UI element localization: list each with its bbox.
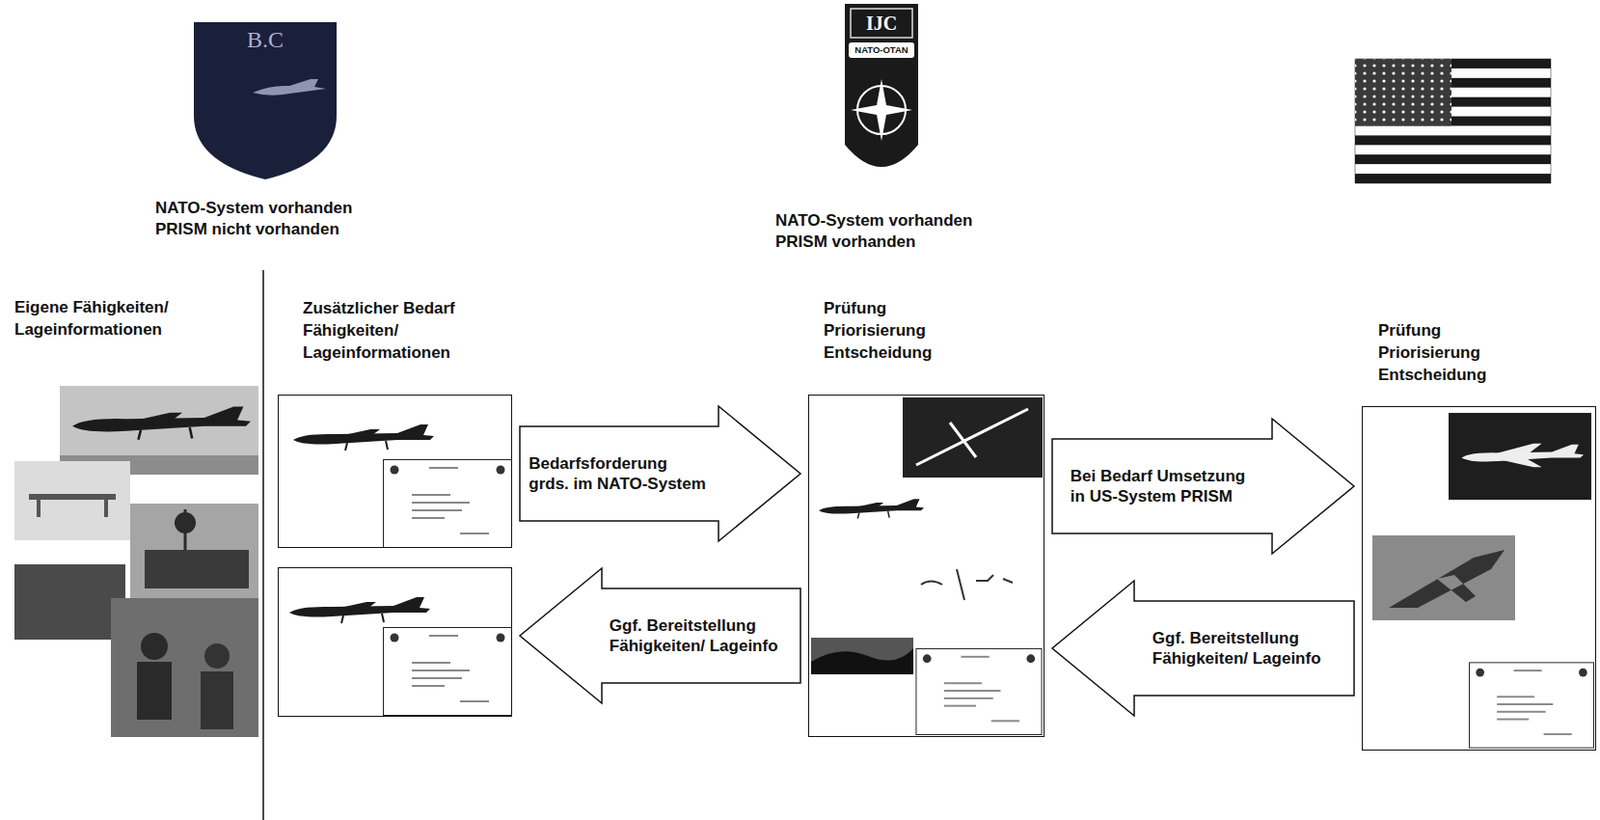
request-document [383, 460, 513, 548]
drone-thumbnail [289, 596, 431, 624]
ijc-patch [844, 3, 919, 167]
column-divider [262, 270, 265, 820]
flag-stripe [1355, 173, 1551, 184]
flag-stripe [1355, 135, 1551, 145]
column-heading: Zusätzlicher Bedarf Fähigkeiten/ Lageinf… [302, 297, 467, 364]
crew-figure [136, 661, 172, 720]
jet-photo [1372, 535, 1516, 621]
patch-band-text: NATO-OTAN [847, 43, 916, 57]
us-review-box: Prüfung Priorisierung Entscheidung [1361, 406, 1597, 751]
crew-figure [200, 671, 234, 730]
crew-figure [140, 632, 168, 660]
crew-figure [204, 643, 230, 669]
photo-collage: Eigene Fähigkeiten/ Lageinformationen [14, 385, 259, 737]
terrain-photo [811, 637, 914, 675]
column-heading: Prüfung Priorisierung Entscheidung [1378, 319, 1493, 386]
patch-tab-text: IJC [850, 10, 913, 36]
unit-shield [193, 22, 337, 180]
drone-thumbnail [818, 498, 924, 518]
response-box [277, 567, 513, 717]
vehicle-dish [174, 512, 196, 534]
system-status-note: NATO-System vorhanden PRISM vorhanden [775, 210, 981, 253]
photo-field [14, 461, 131, 541]
us-flag [1355, 58, 1551, 184]
block-arrow [1052, 418, 1355, 554]
tasking-document [1468, 662, 1594, 748]
photo-dark [14, 564, 126, 640]
system-status-note: NATO-System vorhanden PRISM nicht vorhan… [155, 197, 361, 241]
nato-review-box: Prüfung Priorisierung Entscheidung [808, 394, 1045, 737]
patch-band [848, 42, 915, 58]
drone-thumbnail [293, 424, 434, 451]
patch-tab [850, 8, 913, 38]
drone-photo [902, 397, 1043, 478]
jet-silhouette [1388, 549, 1505, 608]
column-heading: Prüfung Priorisierung Entscheidung [823, 297, 939, 364]
drone-silhouette [1461, 443, 1584, 467]
request-box: Zusätzlicher Bedarf Fähigkeiten/ Lageinf… [277, 394, 513, 548]
arrow-label: Ggf. Bereitstellung Fähigkeiten/ Lageinf… [609, 615, 793, 656]
drone-photo [72, 406, 251, 440]
photo-bench [28, 493, 116, 500]
flag-stripe [1355, 154, 1551, 164]
terrain-hills [811, 648, 914, 675]
photo-bench [104, 499, 109, 517]
drone-sketch [921, 569, 1013, 600]
photo-vehicle [130, 503, 259, 598]
arrow-label: Bei Bedarf Umsetzung in US-System PRISM [1070, 465, 1254, 507]
block-arrow [519, 568, 801, 704]
shield-aircraft [252, 79, 326, 96]
block-arrow [519, 406, 801, 542]
photo-crew [110, 597, 259, 737]
flag-stars [1355, 58, 1452, 126]
drone-photo [1448, 412, 1592, 500]
tasking-document [916, 648, 1042, 734]
drone-silhouette [916, 408, 1029, 465]
response-document [383, 627, 513, 716]
arrow-label: Bedarfsforderung grds. im NATO-System [528, 453, 710, 494]
photo-bench [36, 499, 41, 517]
column-heading: Eigene Fähigkeiten/ Lageinformationen [14, 296, 179, 341]
compass-star [850, 79, 913, 141]
vehicle-body [144, 549, 249, 589]
flag-canton [1355, 58, 1452, 126]
block-arrow [1052, 580, 1355, 716]
logo-lettering: B.C [193, 25, 337, 55]
arrow-label: Ggf. Bereitstellung Fähigkeiten/ Lageinf… [1152, 627, 1336, 669]
